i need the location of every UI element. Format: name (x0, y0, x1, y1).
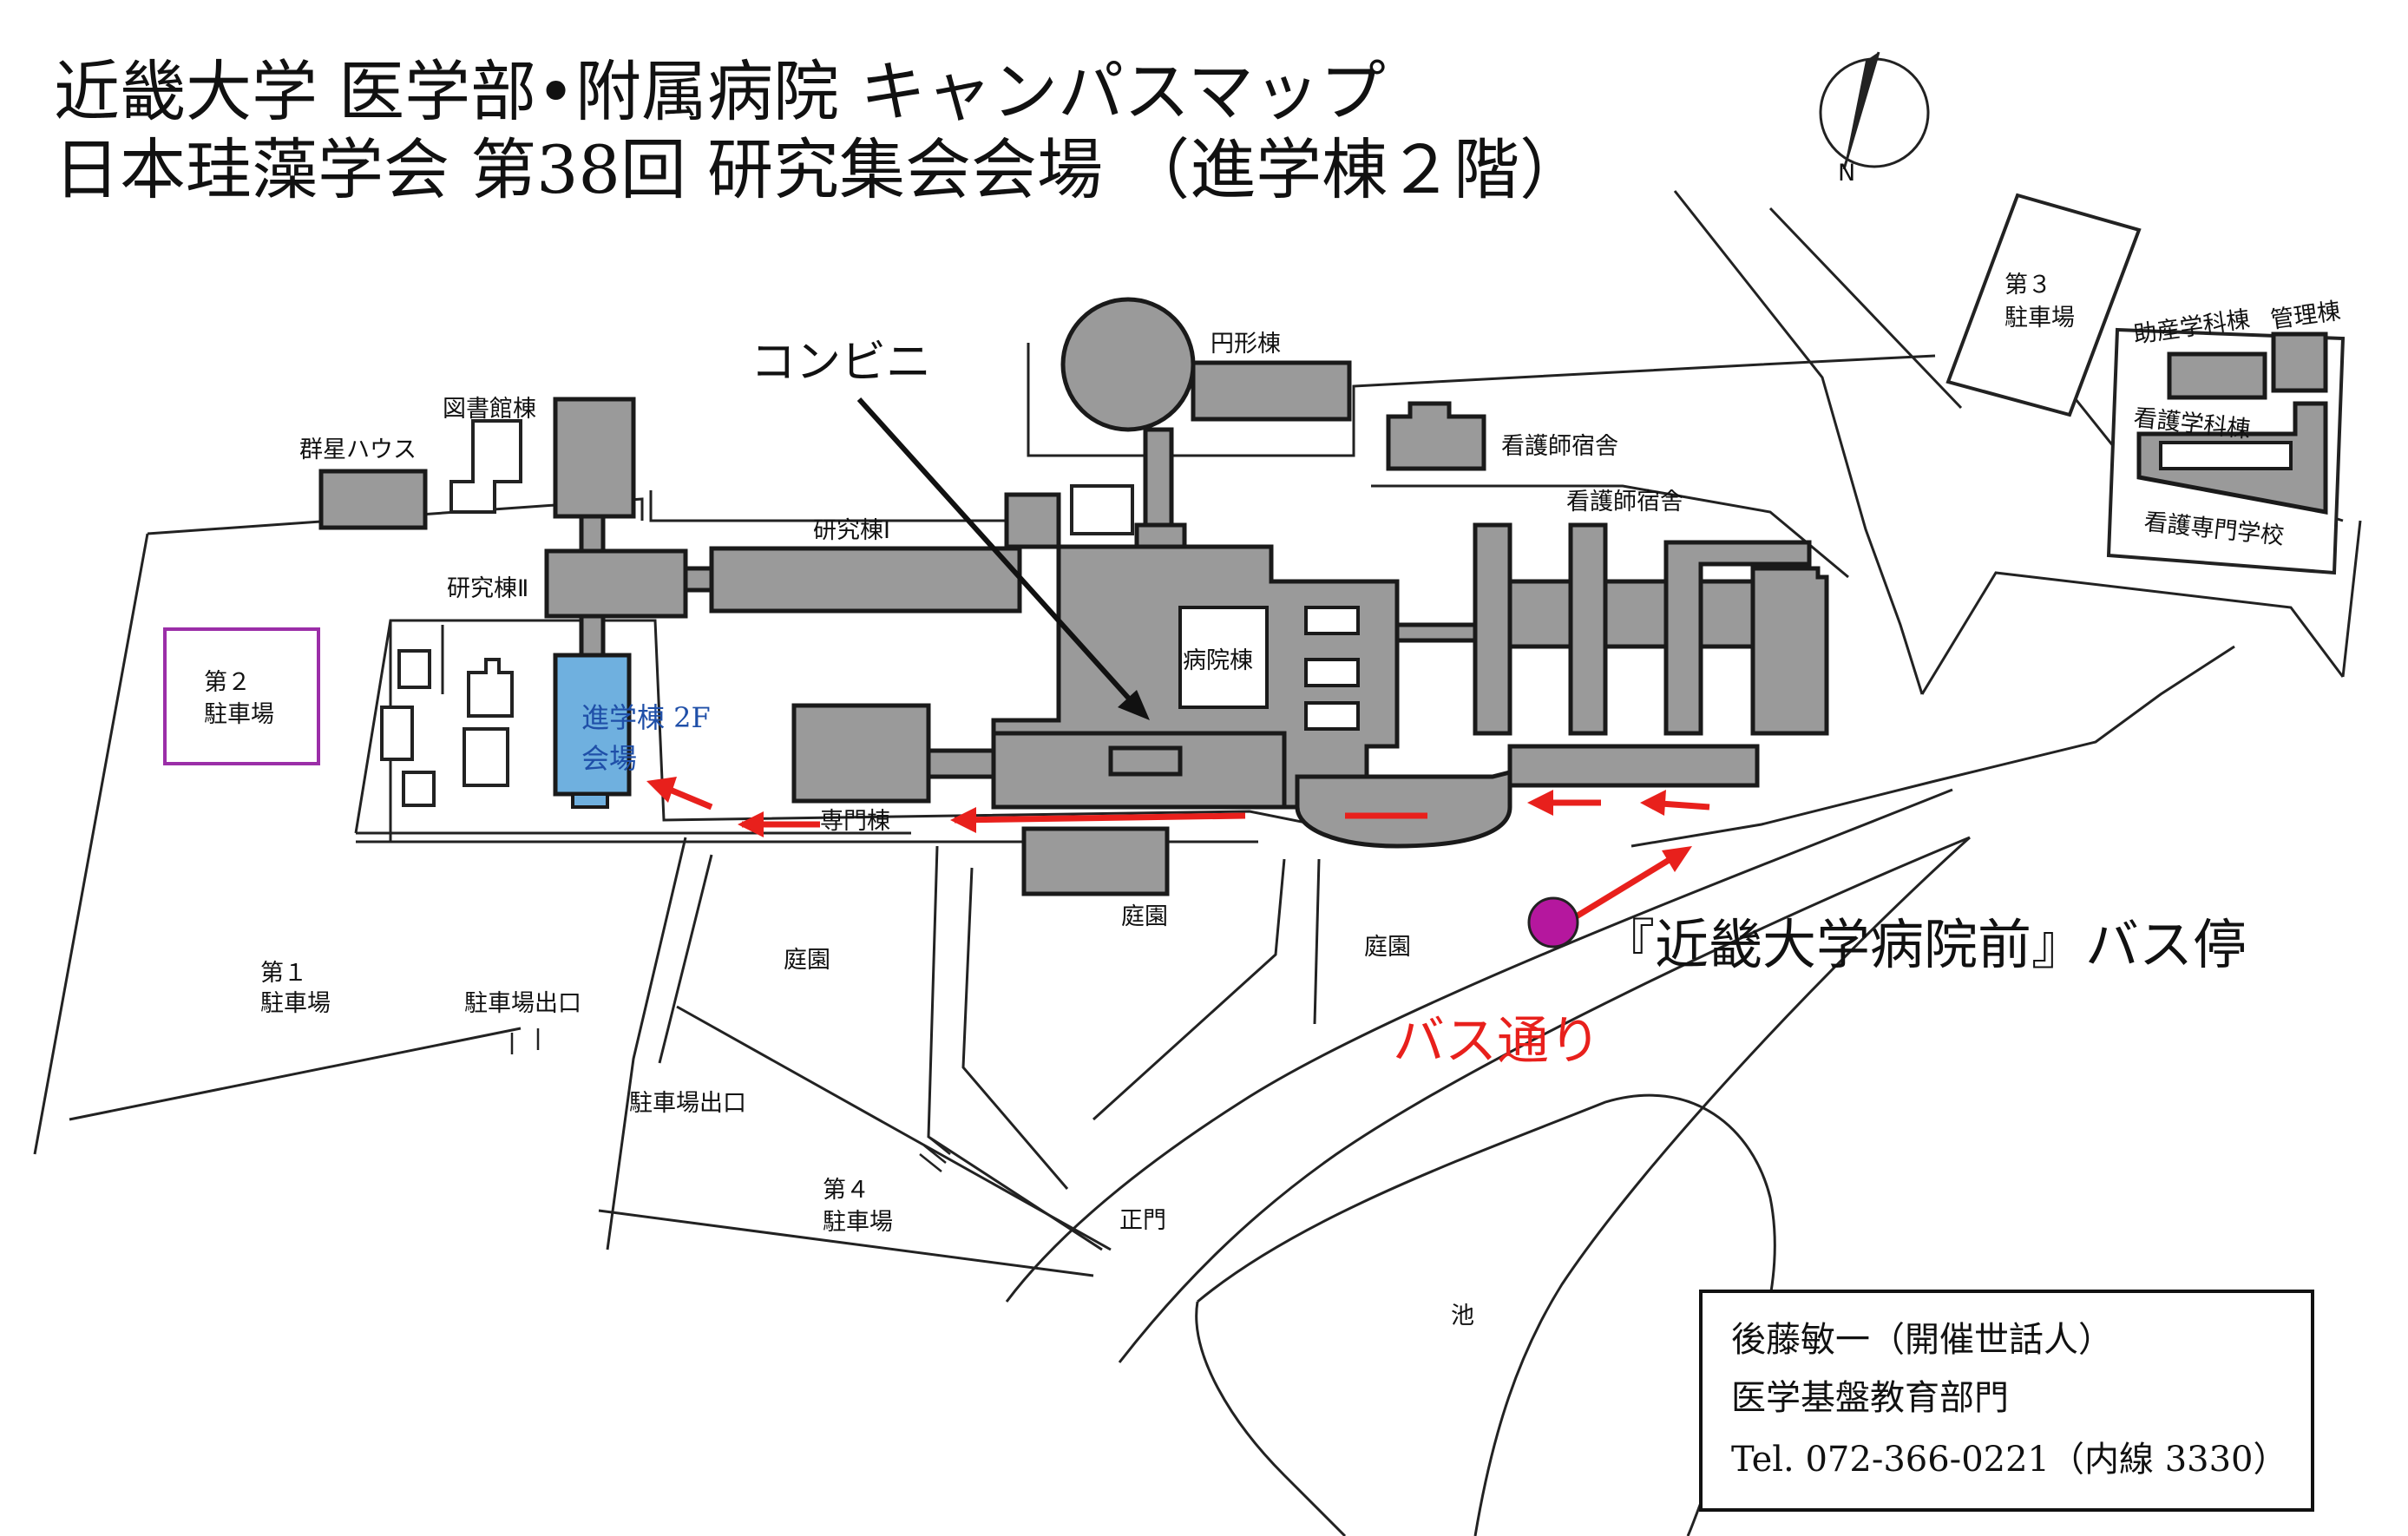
library-connector (579, 514, 606, 554)
right-wing-connector (1507, 579, 1764, 649)
right-wing-b (1568, 522, 1608, 736)
contact-line-2: 医学基盤教育部門 (1731, 1378, 2009, 1418)
compass-north-label: N (1838, 160, 1855, 187)
senmon-building (791, 703, 931, 804)
label-seimon: 正門 (1119, 1207, 1166, 1234)
hospital-wing-base (1295, 769, 1512, 849)
parking-2-box (163, 627, 320, 765)
library-building (553, 397, 636, 519)
contact-box: 後藤敏一（開催世話人） 医学基盤教育部門 Tel. 072-366-0221（内… (1699, 1290, 2314, 1512)
research-1-annex (1004, 492, 1061, 549)
bus-stop-marker (1527, 896, 1579, 949)
route-arrows (646, 777, 1710, 922)
teien-building (1021, 826, 1170, 896)
label-parking-exit-1: 駐車場出口 (464, 990, 581, 1017)
label-gunsei: 群星ハウス (299, 437, 417, 463)
right-wing-d (1750, 566, 1829, 736)
label-byoin: 病院棟 (1183, 647, 1253, 674)
label-parking3-l2: 駐車場 (2004, 305, 2075, 331)
label-parking4-l2: 駐車場 (823, 1209, 893, 1236)
label-bus-street: バス通り (1393, 1011, 1601, 1072)
small-outline-building (449, 419, 522, 514)
right-wing-e (1507, 744, 1760, 788)
label-senmon: 専門棟 (820, 808, 890, 835)
right-wing-c (1663, 540, 1812, 736)
parking-3-outline (1945, 193, 2142, 417)
label-pond: 池 (1451, 1303, 1474, 1329)
label-parking1-l1: 第１ (260, 960, 307, 987)
label-bus-stop: 『近畿大学病院前』バス停 (1601, 913, 2247, 976)
label-venue-l1: 進学棟 2F (581, 701, 711, 734)
hospital-front (991, 731, 1287, 810)
label-parking2-l2: 駐車場 (204, 701, 274, 728)
label-parking4-l1: 第４ (823, 1177, 869, 1204)
josan-building (2167, 351, 2267, 400)
contact-line-1: 後藤敏一（開催世話人） (1731, 1320, 2113, 1360)
enkei-building (1191, 360, 1352, 422)
gunsei-house-building (318, 469, 428, 530)
outline-bldg-d (463, 727, 509, 787)
kanri-building (2271, 331, 2328, 393)
research-2-connector (579, 614, 606, 658)
label-parking-exit-2: 駐車場出口 (629, 1090, 746, 1117)
title-line-1: 近畿大学 医学部•附属病院 キャンパスマップ (54, 53, 1386, 130)
outline-bldg-b (467, 658, 514, 718)
label-toshokan: 図書館棟 (443, 396, 536, 423)
outline-bldg-c (380, 706, 414, 761)
label-kangoshi2: 看護師宿舎 (1566, 489, 1683, 515)
label-parking1-l2: 駐車場 (260, 990, 331, 1017)
conbini-pointer (856, 397, 1139, 710)
hospital-courtyard (1178, 606, 1269, 709)
label-parking3-l1: 第３ (2004, 272, 2051, 299)
title-line-2: 日本珪藻学会 第38回 研究集会会場 （進学棟２階） (54, 131, 1585, 208)
label-teien-1: 庭園 (1121, 903, 1168, 930)
contact-line-3: Tel. 072-366-0221（内線 3330） (1731, 1440, 2288, 1480)
buildings (318, 297, 2328, 896)
label-teien-2: 庭園 (784, 947, 830, 974)
label-teien-3: 庭園 (1364, 934, 1411, 961)
outline-bldg-e (402, 771, 436, 807)
compass-icon: N (1819, 51, 1930, 187)
right-wing-a (1473, 522, 1512, 736)
nurse-dormitory-1 (1386, 401, 1486, 471)
label-kangoshi1: 看護師宿舎 (1501, 433, 1618, 460)
research-building-2 (544, 548, 688, 619)
label-parking2-l1: 第２ (204, 669, 251, 696)
research-building-1 (709, 546, 1022, 614)
label-kanri: 管理棟 (2269, 298, 2343, 334)
venue-building (553, 653, 632, 797)
outline-bldg-a (397, 649, 431, 689)
label-kenkyu2: 研究棟Ⅱ (447, 575, 528, 602)
round-building (1060, 297, 1196, 432)
label-kenkyu1: 研究棟Ⅰ (813, 517, 890, 544)
label-conbini: コンビニ (751, 337, 931, 389)
label-venue-l2: 会場 (581, 742, 637, 775)
label-enkei: 円形棟 (1211, 331, 1281, 358)
